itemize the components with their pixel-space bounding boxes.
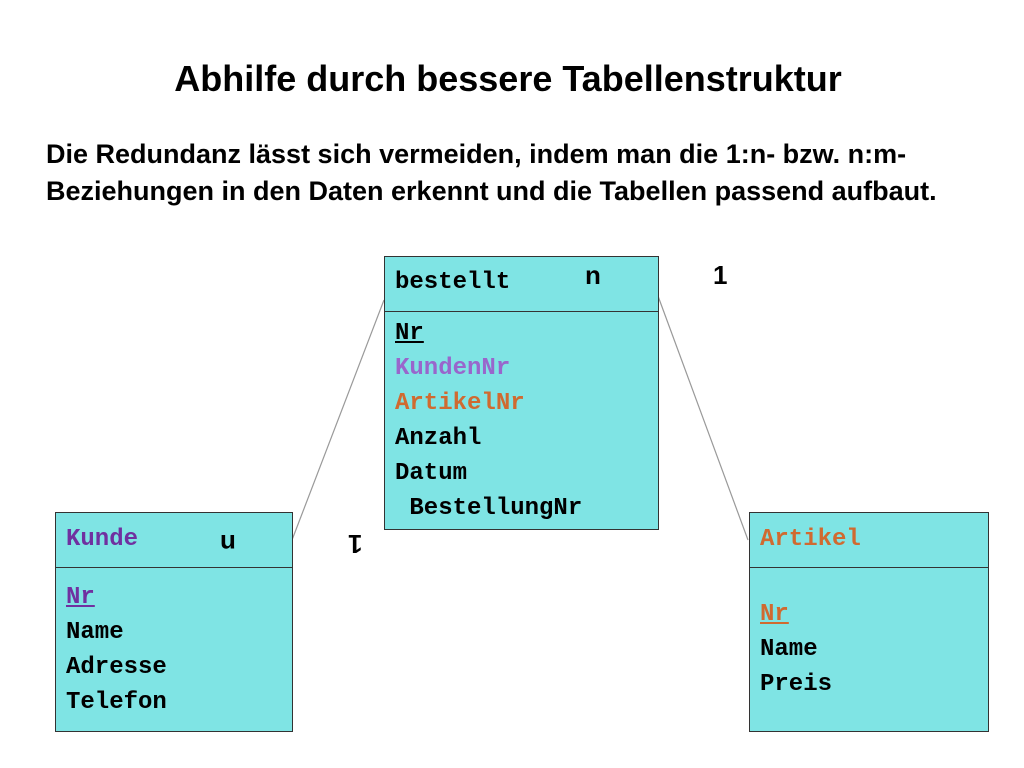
attr-kunde-telefon: Telefon bbox=[66, 689, 167, 716]
attr-artikel-preis: Preis bbox=[760, 671, 833, 698]
entity-artikel[interactable]: Artikel Nr Name Preis bbox=[749, 512, 989, 732]
attr-artikel-nr: Nr bbox=[760, 601, 789, 628]
slide-title: Abhilfe durch bessere Tabellenstruktur bbox=[174, 58, 842, 99]
cardinality-artikel-1: 1 bbox=[713, 260, 728, 290]
attr-kunde-nr: Nr bbox=[66, 584, 95, 611]
slide-text: Die Redundanz lässt sich vermeiden, inde… bbox=[46, 139, 937, 206]
entity-bestellt-header: bestellt bbox=[385, 257, 658, 312]
attr-kunde-adresse: Adresse bbox=[66, 654, 167, 681]
attr-bestellt-datum: Datum bbox=[395, 460, 468, 487]
entity-artikel-name: Artikel bbox=[760, 526, 861, 553]
attr-bestellt-kundennr: KundenNr bbox=[395, 355, 511, 382]
entity-kunde-attributes: Nr Name Adresse Telefon bbox=[66, 580, 167, 720]
cardinality-bestellt-n: n bbox=[585, 260, 601, 290]
attr-bestellt-anzahl: Anzahl bbox=[395, 425, 482, 452]
attr-bestellt-artikelnr: ArtikelNr bbox=[395, 390, 525, 417]
cardinality-kunde-1: 1 bbox=[348, 529, 363, 559]
entity-kunde-header: Kunde bbox=[56, 513, 292, 568]
attr-bestellt-nr: Nr bbox=[395, 320, 424, 347]
entity-bestellt-attributes: Nr KundenNr ArtikelNr Anzahl Datum Beste… bbox=[395, 316, 582, 526]
attr-bestellt-bestellungnr: BestellungNr bbox=[395, 495, 583, 522]
entity-bestellt-name: bestellt bbox=[395, 269, 511, 296]
line-artikel-bestellt bbox=[657, 295, 749, 541]
cardinality-kunde-n: n bbox=[220, 529, 236, 559]
entity-kunde-name: Kunde bbox=[66, 526, 139, 553]
entity-kunde[interactable]: Kunde Nr Name Adresse Telefon bbox=[55, 512, 293, 732]
line-kunde-bestellt bbox=[291, 299, 385, 541]
attr-artikel-name: Name bbox=[760, 636, 818, 663]
entity-artikel-attributes: Nr Name Preis bbox=[760, 597, 832, 702]
attr-kunde-name: Name bbox=[66, 619, 124, 646]
entity-artikel-header: Artikel bbox=[750, 513, 988, 568]
entity-bestellt[interactable]: bestellt Nr KundenNr ArtikelNr Anzahl Da… bbox=[384, 256, 659, 530]
